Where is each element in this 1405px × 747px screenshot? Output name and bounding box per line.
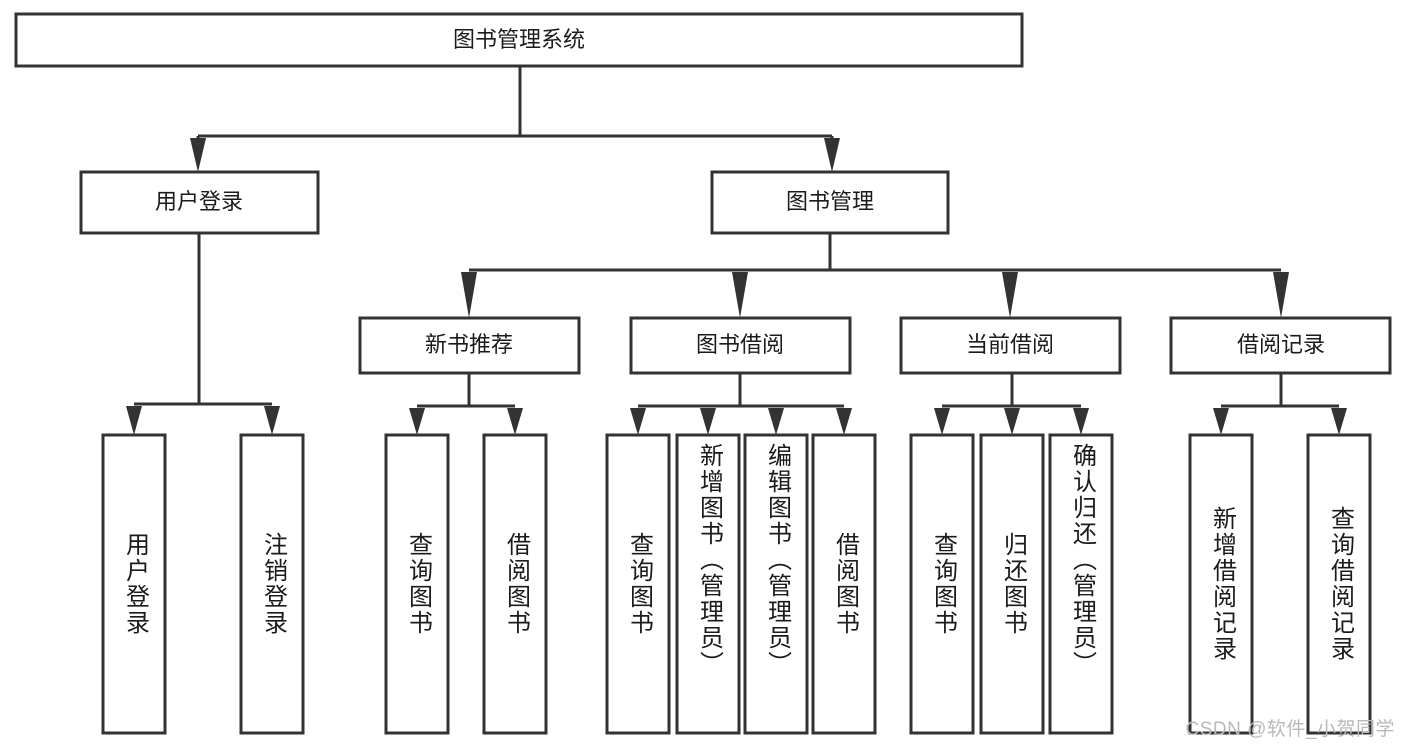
connector-group-book-manage bbox=[461, 233, 1289, 318]
node-box-leaf-borrow-query-book[interactable] bbox=[605, 433, 671, 735]
arrow-head-new-book-rec bbox=[461, 272, 477, 318]
node-box-leaf-user-login[interactable] bbox=[101, 433, 167, 735]
node-box-leaf-add-book-admin[interactable] bbox=[675, 433, 741, 735]
node-box-leaf-return-book[interactable] bbox=[979, 433, 1045, 735]
connector-group-current-borrow bbox=[934, 373, 1089, 435]
arrow-head-leaf-return-book bbox=[1004, 408, 1020, 435]
arrow-head-book-manage bbox=[824, 138, 840, 172]
connector-group-borrow-record bbox=[1213, 373, 1347, 435]
node-box-leaf-edit-book-admin[interactable] bbox=[743, 433, 809, 735]
label-book-borrow: 图书借阅 bbox=[696, 332, 784, 357]
arrow-head-user-login bbox=[190, 138, 206, 172]
arrow-head-borrow-record bbox=[1273, 272, 1289, 318]
connector-group-book-borrow bbox=[630, 373, 852, 435]
arrow-head-leaf-rec-borrow-book bbox=[507, 408, 523, 435]
node-box-current-borrow[interactable] bbox=[899, 316, 1122, 375]
node-box-root[interactable] bbox=[14, 12, 1024, 68]
label-borrow-record: 借阅记录 bbox=[1237, 332, 1325, 357]
node-box-user-login[interactable] bbox=[79, 170, 320, 235]
node-box-borrow-record[interactable] bbox=[1169, 316, 1392, 375]
arrow-head-leaf-user-login bbox=[126, 406, 142, 435]
label-user-login: 用户登录 bbox=[155, 189, 243, 214]
node-box-book-manage[interactable] bbox=[710, 170, 950, 235]
arrow-head-leaf-query-borrow-record bbox=[1331, 408, 1347, 435]
arrow-head-leaf-add-borrow-record bbox=[1213, 408, 1229, 435]
watermark-text: CSDN @软件_小贺同学 bbox=[1185, 719, 1395, 740]
label-current-borrow: 当前借阅 bbox=[966, 332, 1054, 357]
connector-group-root bbox=[190, 66, 840, 172]
node-box-leaf-confirm-return-admin[interactable] bbox=[1048, 433, 1114, 735]
connector-group-user-login bbox=[126, 233, 280, 435]
node-box-leaf-logout[interactable] bbox=[239, 433, 305, 735]
arrow-head-book-borrow bbox=[732, 272, 748, 318]
arrow-head-leaf-borrow-query-book bbox=[630, 408, 646, 435]
node-box-leaf-borrow-book[interactable] bbox=[811, 433, 877, 735]
label-book-manage: 图书管理 bbox=[786, 189, 874, 214]
node-box-leaf-add-borrow-record[interactable] bbox=[1188, 433, 1254, 735]
arrow-head-leaf-rec-query-book bbox=[409, 408, 425, 435]
node-box-leaf-rec-query-book[interactable] bbox=[384, 433, 450, 735]
label-root: 图书管理系统 bbox=[453, 27, 585, 52]
node-box-new-book-rec[interactable] bbox=[358, 316, 581, 375]
arrow-head-leaf-confirm-return-admin bbox=[1073, 408, 1089, 435]
arrow-head-current-borrow bbox=[1002, 272, 1018, 318]
arrow-head-leaf-borrow-book bbox=[836, 408, 852, 435]
connector-group-new-book-rec bbox=[409, 373, 523, 435]
arrow-head-leaf-add-book-admin bbox=[700, 408, 716, 435]
arrow-head-leaf-edit-book-admin bbox=[768, 408, 784, 435]
label-new-book-rec: 新书推荐 bbox=[425, 332, 513, 357]
node-box-leaf-rec-borrow-book[interactable] bbox=[482, 433, 548, 735]
node-box-leaf-query-borrow-record[interactable] bbox=[1306, 433, 1372, 735]
node-box-book-borrow[interactable] bbox=[629, 316, 852, 375]
arrow-head-leaf-cur-query-book bbox=[934, 408, 950, 435]
arrow-head-leaf-logout bbox=[264, 406, 280, 435]
node-box-leaf-cur-query-book[interactable] bbox=[909, 433, 975, 735]
